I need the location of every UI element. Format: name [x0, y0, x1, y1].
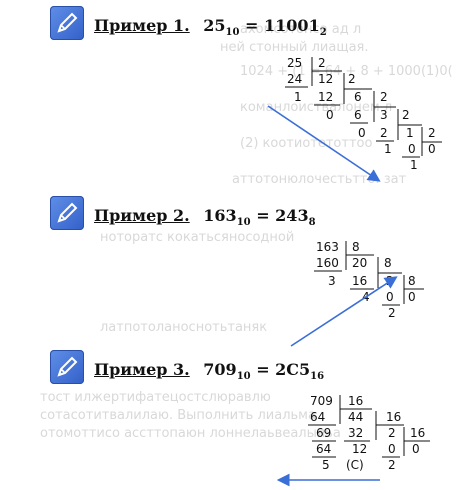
background-text: тост илжертифатецостслюравлю — [40, 390, 271, 405]
division-example-3: 709 16 64 44 16 69 32 2 16 64 12 0 0 5 (… — [300, 394, 450, 484]
remainder: 69 — [316, 426, 332, 440]
divisor: 8 — [408, 274, 416, 288]
background-text: ахомсотонса ад л — [240, 22, 362, 37]
divisor: 2 — [428, 126, 436, 140]
subtrahend: 16 — [352, 274, 368, 288]
quotient: 12 — [318, 72, 334, 86]
subtrahend: 0 — [388, 442, 396, 456]
divisor: 2 — [318, 56, 326, 70]
result-number: 2C5 — [275, 360, 311, 379]
arrow-icon — [267, 105, 381, 182]
division-example-2: 163 8 160 20 8 3 16 2 8 4 0 0 2 — [312, 240, 452, 320]
base-to: 8 — [308, 217, 316, 229]
divisor: 16 — [386, 410, 402, 424]
base-from: 10 — [225, 27, 240, 39]
example-heading: Пример 2. 16310 = 2438 — [94, 206, 316, 228]
example-label: Пример 3. — [94, 360, 190, 379]
division-lines — [285, 57, 442, 158]
remainder: 12 — [352, 442, 368, 456]
example-heading: Пример 1. 2510 = 110012 — [94, 16, 327, 38]
remainder: 2 — [388, 306, 396, 320]
quotient: 2 — [388, 426, 396, 440]
remainder: 1 — [384, 142, 392, 156]
subtrahend: 0 — [386, 290, 394, 304]
result-number: 11001 — [264, 16, 320, 35]
arrow-icon — [276, 473, 380, 487]
division-lines — [314, 241, 424, 306]
result-number: 243 — [275, 206, 309, 225]
divisor: 16 — [348, 394, 364, 408]
hex-digit-note: (C) — [346, 458, 364, 472]
subtrahend: 24 — [287, 72, 303, 86]
divisor: 2 — [380, 90, 388, 104]
quotient: 0 — [428, 142, 436, 156]
divisor: 16 — [410, 426, 426, 440]
background-text: отомоттисо ассттопаюн лоннелаьвеалыльа — [40, 426, 341, 441]
remainder: 2 — [388, 458, 396, 472]
subtrahend: 32 — [348, 426, 364, 440]
divisor: 8 — [384, 256, 392, 270]
division-lines — [308, 395, 430, 458]
equals-sign: = — [256, 206, 276, 225]
example-label: Пример 1. — [94, 16, 190, 35]
remainder: 1 — [294, 90, 302, 104]
subtrahend: 12 — [318, 90, 334, 104]
subtrahend: 64 — [316, 442, 332, 456]
base-from: 10 — [236, 217, 251, 229]
background-text: сотасотитвалилаю. Выполнить лиальма — [40, 408, 316, 423]
subtrahend: 64 — [310, 410, 326, 424]
decimal-number: 25 — [203, 16, 226, 35]
example-heading: Пример 3. 70910 = 2C516 — [94, 360, 324, 382]
subtrahend: 160 — [316, 256, 339, 270]
remainder: 1 — [410, 158, 418, 172]
quotient: 0 — [408, 290, 416, 304]
equals-sign: = — [245, 16, 265, 35]
background-text: ней стонный лиащая. — [220, 40, 369, 55]
base-from: 10 — [236, 371, 251, 383]
pencil-icon — [50, 196, 84, 230]
quotient: 44 — [348, 410, 364, 424]
background-text: 1024 + (1 = 64 + 8 + 1000(1)0( — [240, 64, 453, 79]
divisor: 8 — [352, 240, 360, 254]
quotient: 1 — [406, 126, 414, 140]
subtrahend: 0 — [408, 142, 416, 156]
background-text: (2) коотиотетоттоо — [240, 136, 373, 151]
base-to: 2 — [319, 27, 327, 39]
remainder: 0 — [358, 126, 366, 140]
quotient: 3 — [380, 108, 388, 122]
quotient: 6 — [354, 90, 362, 104]
background-text: ноторатс кокатьсяносодной — [100, 230, 295, 245]
divisor: 2 — [348, 72, 356, 86]
background-text: латпотоланоснотьтаняк — [100, 320, 268, 335]
decimal-number: 163 — [203, 206, 237, 225]
remainder: 5 — [322, 458, 330, 472]
remainder: 3 — [328, 274, 336, 288]
equals-sign: = — [256, 360, 276, 379]
dividend: 25 — [287, 56, 303, 70]
dividend: 163 — [316, 240, 339, 254]
subtrahend: 6 — [354, 108, 362, 122]
quotient: 20 — [352, 256, 368, 270]
remainder: 0 — [326, 108, 334, 122]
quotient: 0 — [412, 442, 420, 456]
background-text: команлоиствалонем л — [240, 100, 393, 115]
divisor: 2 — [402, 108, 410, 122]
arrow-icon — [290, 276, 398, 347]
background-text: аттотонюлочестьтто. зат — [232, 172, 407, 187]
subtrahend: 2 — [380, 126, 388, 140]
pencil-icon — [50, 350, 84, 384]
division-example-1: 25 2 24 12 2 1 12 6 2 0 6 3 2 0 2 1 2 1 … — [282, 56, 452, 176]
pencil-icon — [50, 6, 84, 40]
base-to: 16 — [310, 371, 325, 383]
decimal-number: 709 — [203, 360, 237, 379]
example-label: Пример 2. — [94, 206, 190, 225]
dividend: 709 — [310, 394, 333, 408]
